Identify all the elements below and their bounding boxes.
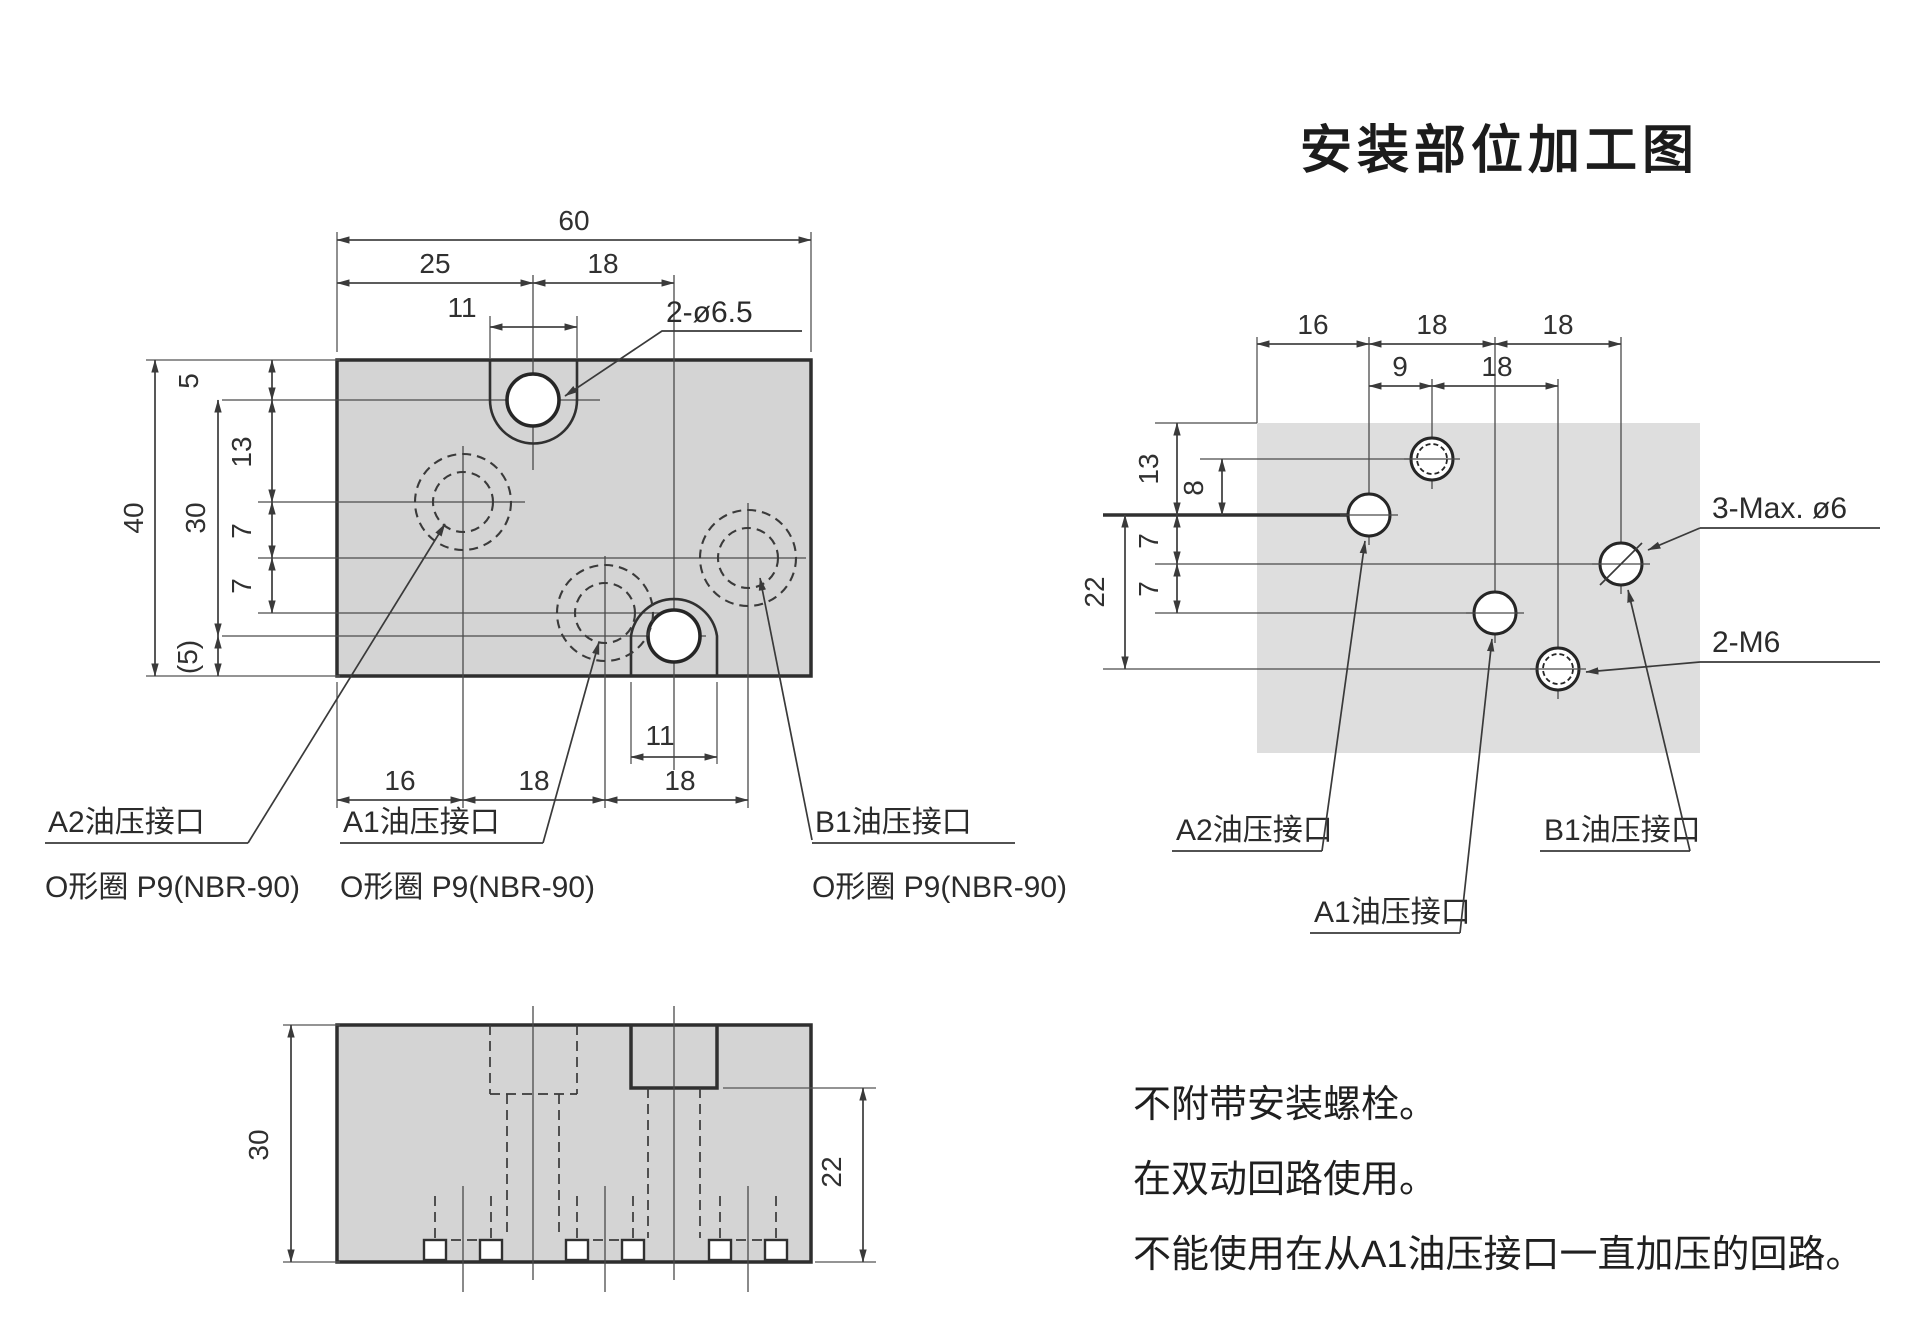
plan-mounting-hole-top xyxy=(488,360,579,445)
dim-7a-mach: 7 xyxy=(1133,533,1164,549)
dim-11-bottom: 11 xyxy=(645,720,674,751)
plan-port-b1 xyxy=(698,508,798,608)
dim-22-mach: 22 xyxy=(1079,576,1110,607)
plan-top-dimensions: 60 25 18 11 xyxy=(336,205,812,358)
plan-label-a2: A2油压接口 xyxy=(48,806,205,839)
note-line-1: 不附带安装螺栓。 xyxy=(1133,1084,1438,1126)
plan-label-a1: A1油压接口 xyxy=(343,806,500,839)
plan-left-dimensions: 40 30 5 13 7 7 (5) xyxy=(118,359,340,677)
dim-16-bottom: 16 xyxy=(384,765,415,796)
side-block-outline xyxy=(335,1023,813,1264)
dim-13: 13 xyxy=(226,436,257,467)
machining-hole-a2 xyxy=(1340,492,1398,538)
dim-11-top: 11 xyxy=(447,292,476,323)
machining-view: 16 18 18 9 18 13 8 22 7 7 3-Max. ø6 xyxy=(1079,309,1880,934)
dim-18-top: 18 xyxy=(587,248,618,279)
dim-9-mach: 9 xyxy=(1392,351,1408,382)
plan-view: 60 25 18 11 2-ø6.5 40 30 5 13 xyxy=(45,205,1067,904)
dim-18-bottom1: 18 xyxy=(518,765,549,796)
notes-block: 不附带安装螺栓。 在双动回路使用。 不能使用在从A1油压接口一直加压的回路。 xyxy=(1133,1068,1863,1293)
plan-port-a1 xyxy=(555,563,655,663)
dim-7a: 7 xyxy=(226,523,257,539)
dim-16-mach: 16 xyxy=(1297,309,1328,340)
machining-port-labels: A2油压接口 A1油压接口 B1油压接口 xyxy=(1172,540,1701,934)
machining-hole-m6-bottom xyxy=(1530,646,1586,692)
dim-25: 25 xyxy=(419,248,450,279)
mounting-surface xyxy=(1257,423,1700,753)
mach-label-a2: A2油压接口 xyxy=(1176,814,1333,847)
machining-left-dimensions: 13 8 22 7 7 xyxy=(1079,422,1226,670)
dim-5: 5 xyxy=(173,373,204,389)
dim-7b-mach: 7 xyxy=(1133,581,1164,597)
dim-18a-mach: 18 xyxy=(1416,309,1447,340)
side-view: 30 22 xyxy=(243,1006,876,1292)
machining-top-dimensions: 16 18 18 9 18 xyxy=(1256,309,1622,390)
note-line-2: 在双动回路使用。 xyxy=(1133,1159,1438,1201)
dim-60: 60 xyxy=(558,205,589,236)
dim-8-mach: 8 xyxy=(1178,480,1209,496)
plan-hole-callout: 2-ø6.5 xyxy=(564,296,802,397)
plan-oring-a1: O形圈 P9(NBR-90) xyxy=(340,871,595,904)
mach-label-b1: B1油压接口 xyxy=(1544,814,1701,847)
side-dimensions: 30 22 xyxy=(243,1024,876,1263)
mach-label-a1: A1油压接口 xyxy=(1314,896,1471,929)
dim-5-paren: (5) xyxy=(172,640,203,674)
callout-2-d65: 2-ø6.5 xyxy=(666,296,753,329)
plan-label-b1: B1油压接口 xyxy=(815,806,972,839)
dim-13-mach: 13 xyxy=(1133,453,1164,484)
machining-hole-b1 xyxy=(1592,541,1650,587)
dim-18c-mach: 18 xyxy=(1481,351,1512,382)
callout-3max: 3-Max. ø6 xyxy=(1712,492,1847,525)
diagram-title: 安装部位加工图 xyxy=(1300,122,1700,180)
plan-oring-b1: O形圈 P9(NBR-90) xyxy=(812,871,1067,904)
callout-2m6: 2-M6 xyxy=(1712,626,1780,659)
dim-30-side: 30 xyxy=(243,1129,274,1160)
machining-callouts: 3-Max. ø6 2-M6 xyxy=(1585,492,1880,675)
dim-7b: 7 xyxy=(226,578,257,594)
machining-hole-m6-top xyxy=(1404,436,1460,482)
side-centerlines xyxy=(462,1006,749,1292)
dim-30: 30 xyxy=(180,502,211,533)
dim-18-bottom2: 18 xyxy=(664,765,695,796)
machining-hole-a1 xyxy=(1466,590,1524,636)
dim-22-side: 22 xyxy=(816,1156,847,1187)
dim-40: 40 xyxy=(118,502,149,533)
plan-port-labels: A2油压接口 O形圈 P9(NBR-90) A1油压接口 O形圈 P9(NBR-… xyxy=(45,523,1067,904)
plan-port-a2 xyxy=(413,452,513,552)
plan-oring-a2: O形圈 P9(NBR-90) xyxy=(45,871,300,904)
dim-18b-mach: 18 xyxy=(1542,309,1573,340)
side-port-grooves xyxy=(422,1196,789,1262)
valve-block-outline xyxy=(335,358,813,678)
plan-bottom-dimensions: 11 16 18 18 xyxy=(336,682,749,808)
note-line-3: 不能使用在从A1油压接口一直加压的回路。 xyxy=(1133,1234,1864,1276)
